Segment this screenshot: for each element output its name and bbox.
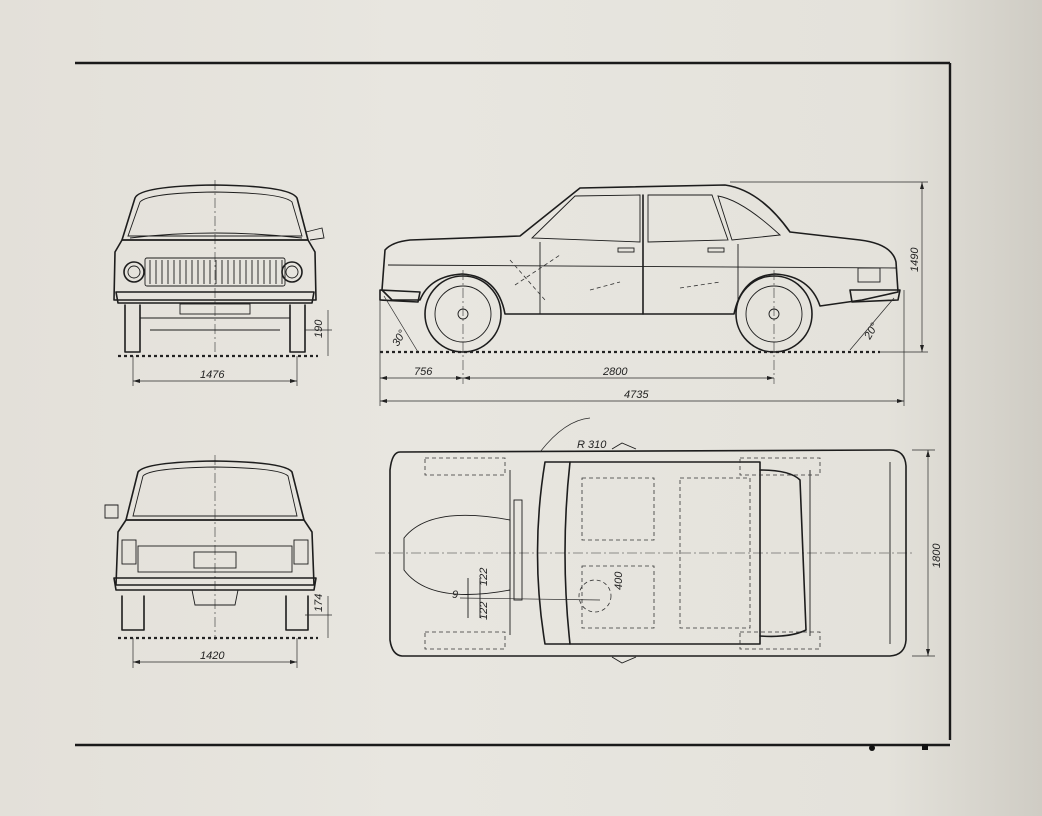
side-view (379, 181, 928, 406)
dim-overall-length: 4735 (624, 389, 649, 401)
dim-pedal-b: 122 (478, 602, 490, 620)
dim-front-track: 1476 (200, 369, 225, 381)
dim-front-overhang: 756 (414, 366, 433, 378)
dim-seat-offset: 400 (613, 571, 625, 590)
dim-front-clearance: 190 (313, 319, 325, 338)
drawing-frame (75, 61, 952, 751)
dim-overall-width: 1800 (931, 543, 943, 568)
dim-rear-clearance: 174 (313, 594, 325, 612)
dim-rear-track: 1420 (200, 650, 225, 662)
dim-overall-height: 1490 (909, 247, 921, 272)
dim-turn-radius: R 310 (577, 439, 607, 451)
dim-pedal-c: 9 (452, 589, 458, 601)
dim-pedal-a: 122 (478, 568, 490, 586)
dim-wheelbase: 2800 (602, 366, 628, 378)
top-view (375, 417, 935, 664)
front-view (113, 180, 332, 386)
dim-departure-angle: 20° (862, 321, 882, 343)
rear-view (104, 455, 332, 668)
dim-approach-angle: 30° (390, 328, 409, 349)
